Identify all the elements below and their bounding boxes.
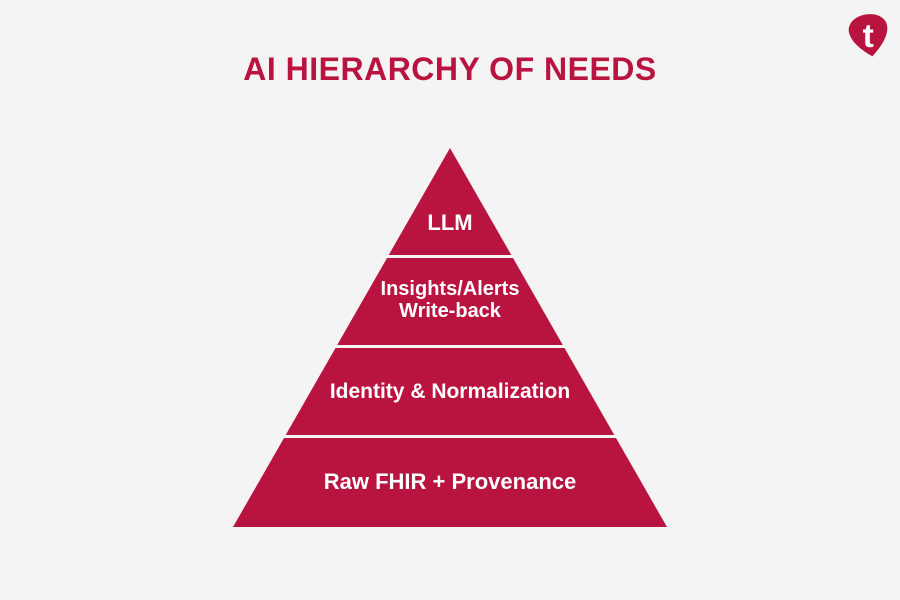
pyramid-level-3-shape: [285, 348, 615, 435]
guitar-pick-icon: [848, 14, 888, 57]
pyramid-level-2-label-line-1: Insights/Alerts: [381, 278, 520, 300]
pyramid-level-2-shape: [337, 258, 563, 345]
page-title: AI HIERARCHY OF NEEDS: [243, 51, 657, 87]
pyramid-level-4-label: Raw FHIR + Provenance: [324, 469, 576, 494]
brand-logo: t: [848, 14, 888, 57]
pyramid-level-4-shape: [233, 438, 667, 527]
logo-letter: t: [863, 18, 874, 55]
pyramid-level-1-shape: [388, 148, 512, 255]
pyramid-level-1-label: LLM: [427, 210, 472, 235]
pyramid-level-2-label-line-2: Write-back: [399, 300, 502, 322]
pyramid-level-3-label: Identity & Normalization: [330, 380, 570, 403]
